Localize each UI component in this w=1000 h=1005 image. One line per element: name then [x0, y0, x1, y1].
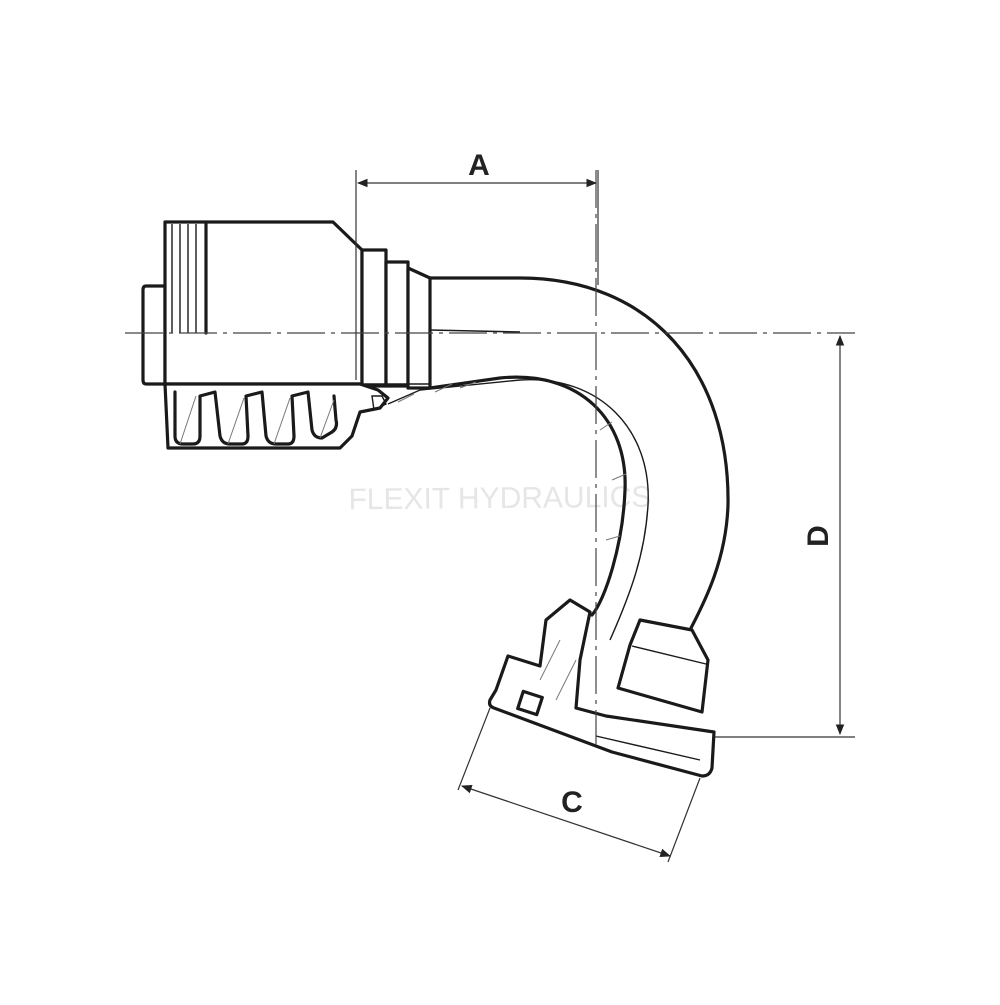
- dimension-c: C: [457, 707, 701, 863]
- label-a: A: [468, 149, 490, 182]
- dimension-a: A: [355, 149, 599, 380]
- label-d: D: [802, 525, 835, 547]
- label-c: C: [561, 786, 583, 819]
- bent-tube: [387, 276, 730, 641]
- watermark: FLEXIT HYDRAULICS: [348, 481, 651, 517]
- socket-section: [145, 382, 430, 450]
- socket-ferrule: [141, 220, 432, 390]
- dimension-d: D: [715, 334, 855, 738]
- flange-head: [487, 598, 716, 778]
